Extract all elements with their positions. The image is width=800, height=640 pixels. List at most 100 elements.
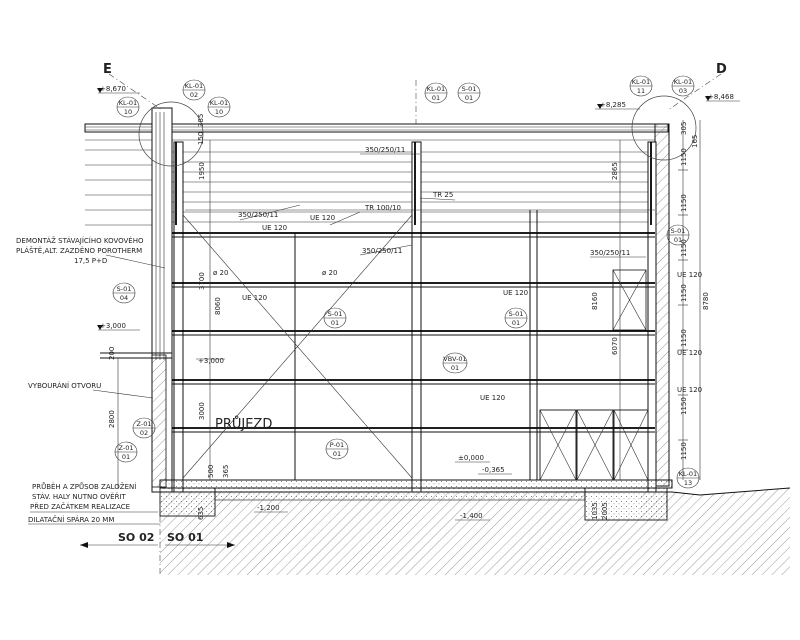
note-demolition: DEMONTÁŽ STÁVAJÍCÍHO KOVOVÉHO <box>16 236 144 245</box>
member-label: UE 120 <box>310 214 335 222</box>
passage-label: PRŮJEZD <box>215 416 272 432</box>
member-label: TR 100/10 <box>364 204 401 212</box>
note-foundation: STÁV. HALY NUTNO OVĚŘIT <box>32 492 127 501</box>
svg-text:02: 02 <box>140 429 148 437</box>
note-foundation: PRŮBĚH A ZPŮSOB ZALOŽENÍ <box>32 482 136 491</box>
svg-text:1150: 1150 <box>680 194 688 212</box>
level-slab: +3,000 <box>100 322 126 330</box>
level-mid-top: +8,285 <box>600 101 626 109</box>
axis-label-e: E <box>103 62 112 77</box>
columns <box>173 141 657 493</box>
svg-text:635: 635 <box>197 507 205 520</box>
frame-grid <box>172 209 655 480</box>
svg-text:2865: 2865 <box>611 162 619 180</box>
cross-bracing <box>182 214 647 479</box>
svg-text:365: 365 <box>222 465 230 478</box>
svg-text:2800: 2800 <box>108 410 116 428</box>
level-floor-step: -0,365 <box>482 466 505 474</box>
level-right-top: +8,468 <box>708 93 734 101</box>
svg-text:02: 02 <box>190 91 198 99</box>
svg-text:01: 01 <box>122 453 130 461</box>
left-wall <box>100 107 173 493</box>
svg-text:165: 165 <box>691 135 699 148</box>
svg-text:KL-01: KL-01 <box>427 85 445 93</box>
member-label: 350/250/11 <box>362 247 402 255</box>
member-label: 350/250/11 <box>365 146 405 154</box>
dimension-texts: 1950 3700 8060 3000 2800 200 2865 8160 6… <box>108 114 710 520</box>
svg-text:3700: 3700 <box>198 272 206 290</box>
doors <box>539 409 649 481</box>
axis-label-d: D <box>716 62 727 77</box>
detail-circles <box>138 95 697 167</box>
section-left: SO 02 <box>118 531 154 544</box>
svg-text:10: 10 <box>124 108 132 116</box>
svg-text:KL-01: KL-01 <box>185 82 203 90</box>
ground-hatch <box>160 487 791 575</box>
member-label: 350/250/11 <box>238 211 278 219</box>
svg-text:385: 385 <box>197 114 205 127</box>
svg-text:1150: 1150 <box>680 397 688 415</box>
level-markers <box>97 88 740 521</box>
member-label: UE 120 <box>677 349 702 357</box>
svg-text:8780: 8780 <box>702 292 710 310</box>
member-label: UE 120 <box>503 289 528 297</box>
svg-text:11: 11 <box>637 87 645 95</box>
svg-text:3000: 3000 <box>198 402 206 420</box>
note-demolition: PLÁŠTĚ,ALT. ZAZDĚNO POROTHERM <box>16 246 142 255</box>
member-label: 350/250/11 <box>590 249 630 257</box>
svg-text:S-01: S-01 <box>671 227 686 235</box>
right-wall <box>654 123 670 487</box>
member-label: UE 120 <box>677 271 702 279</box>
svg-text:01: 01 <box>465 94 473 102</box>
svg-text:S-01: S-01 <box>117 285 132 293</box>
level-found-bottom: -1,400 <box>460 512 483 520</box>
svg-text:6070: 6070 <box>611 337 619 355</box>
note-foundation: PŘED ZAČÁTKEM REALIZACE <box>30 502 130 511</box>
svg-text:P-01: P-01 <box>330 441 344 449</box>
level-found-left: -1,200 <box>257 504 280 512</box>
member-label: ø 20 <box>322 269 337 277</box>
svg-text:S-01: S-01 <box>328 310 343 318</box>
member-label: ø 20 <box>213 269 228 277</box>
svg-text:1950: 1950 <box>198 162 206 180</box>
member-label: UE 120 <box>677 386 702 394</box>
svg-text:01: 01 <box>451 364 459 372</box>
note-opening: VYBOURÁNÍ OTVORU <box>28 381 101 390</box>
svg-text:8160: 8160 <box>591 292 599 310</box>
level-slab-inner: +3,000 <box>198 357 224 365</box>
svg-text:01: 01 <box>432 94 440 102</box>
note-joint: DILATAČNÍ SPÁRA 20 MM <box>28 515 114 524</box>
svg-text:2005: 2005 <box>601 502 609 520</box>
svg-text:VBV-01: VBV-01 <box>443 355 466 363</box>
note-demolition: 17,5 P+D <box>74 257 107 265</box>
axis-lines <box>108 73 722 575</box>
leader-lines <box>28 153 646 525</box>
svg-text:10: 10 <box>215 108 223 116</box>
svg-text:1150: 1150 <box>680 442 688 460</box>
member-label: TR 25 <box>432 191 453 199</box>
svg-text:1150: 1150 <box>680 148 688 166</box>
svg-text:1150: 1150 <box>680 239 688 257</box>
svg-text:Z-01: Z-01 <box>119 444 134 452</box>
svg-text:01: 01 <box>331 319 339 327</box>
svg-text:Z-01: Z-01 <box>137 420 152 428</box>
svg-text:8060: 8060 <box>214 297 222 315</box>
svg-text:13: 13 <box>684 479 692 487</box>
member-label: UE 120 <box>262 224 287 232</box>
svg-text:KL-01: KL-01 <box>632 78 650 86</box>
level-floor: ±0,000 <box>458 454 484 462</box>
svg-text:04: 04 <box>120 294 128 302</box>
